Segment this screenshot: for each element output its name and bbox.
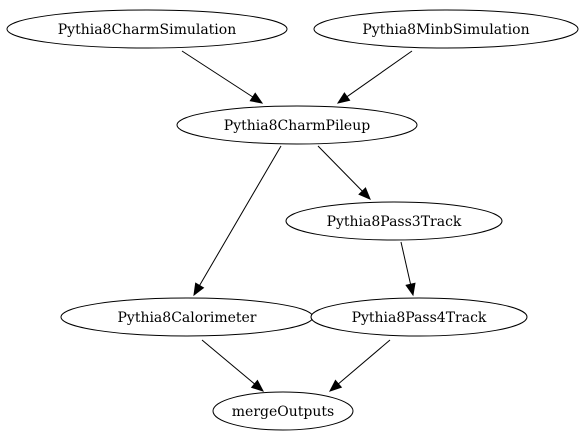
node-ellipse [176,105,418,145]
edge-line [199,145,282,286]
node-calorimeter[interactable]: Pythia8Calorimeter [60,297,314,337]
edge-charm_pileup-to-calorimeter [193,145,282,297]
arrowhead-icon [328,379,343,392]
arrowhead-icon [250,379,265,392]
node-pass4[interactable]: Pythia8Pass4Track [310,297,528,337]
edges-layer [181,50,416,392]
edge-line [338,339,391,385]
node-label: Pythia8Calorimeter [117,310,256,326]
arrowhead-icon [336,92,351,104]
edge-line [181,50,254,98]
node-label: Pythia8Pass4Track [352,310,487,326]
node-label: mergeOutputs [232,404,334,420]
edge-line [400,241,412,285]
node-ellipse [313,9,579,49]
arrowhead-icon [358,187,371,200]
node-ellipse [212,391,354,431]
edge-line [201,339,255,385]
arrowhead-icon [405,282,416,297]
arrowhead-icon [193,282,205,297]
edge-line [346,50,413,98]
node-pass3[interactable]: Pythia8Pass3Track [285,201,503,241]
node-label: Pythia8CharmPileup [224,118,370,134]
node-ellipse [285,201,503,241]
arrowhead-icon [249,92,264,104]
edge-minb_sim-to-charm_pileup [336,50,413,104]
edge-calorimeter-to-merge [201,339,265,392]
edge-pass3-to-pass4 [400,241,416,297]
node-label: Pythia8MinbSimulation [362,22,529,38]
edge-pass4-to-merge [328,339,391,392]
nodes-layer: Pythia8CharmSimulation Pythia8MinbSimulat… [6,9,579,431]
node-minb_sim[interactable]: Pythia8MinbSimulation [313,9,579,49]
node-charm_pileup[interactable]: Pythia8CharmPileup [176,105,418,145]
node-label: Pythia8CharmSimulation [58,22,236,38]
node-label: Pythia8Pass3Track [327,214,462,230]
node-merge[interactable]: mergeOutputs [212,391,354,431]
node-charm_sim[interactable]: Pythia8CharmSimulation [6,9,288,49]
edge-charm_pileup-to-pass3 [317,145,371,200]
node-ellipse [310,297,528,337]
edge-line [317,145,363,192]
edge-charm_sim-to-charm_pileup [181,50,264,104]
node-ellipse [6,9,288,49]
